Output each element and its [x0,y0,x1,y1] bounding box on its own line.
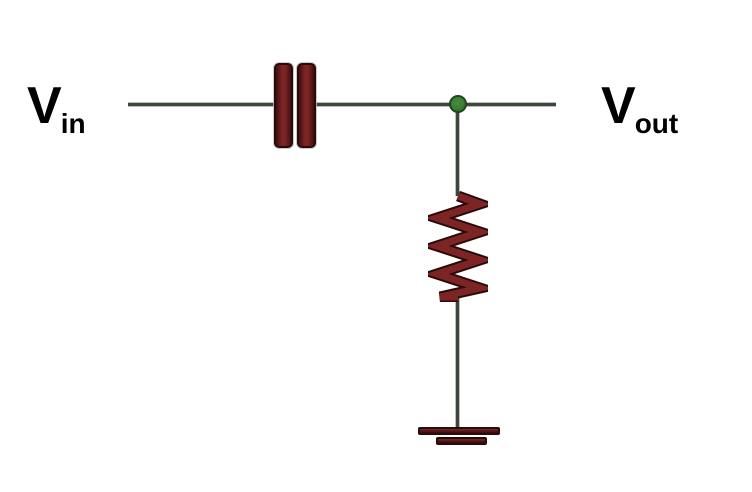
vin-label-subscript: in [60,108,86,139]
vout-label: Vout [601,80,678,138]
output-wire [316,103,556,106]
resistor-icon [428,190,488,302]
vout-label-subscript: out [634,108,679,139]
node-to-resistor-wire [456,110,459,196]
ground-bar-top [418,427,500,435]
junction-node-icon [449,95,467,113]
resistor-to-ground-wire [456,294,459,429]
capacitor-plate-right [297,63,316,148]
vin-label-base: V [27,77,62,135]
input-wire [128,103,276,106]
capacitor-plate-left [274,63,293,148]
ground-bar-bottom [436,437,487,445]
vin-label: Vin [27,80,86,138]
vout-label-base: V [601,77,636,135]
